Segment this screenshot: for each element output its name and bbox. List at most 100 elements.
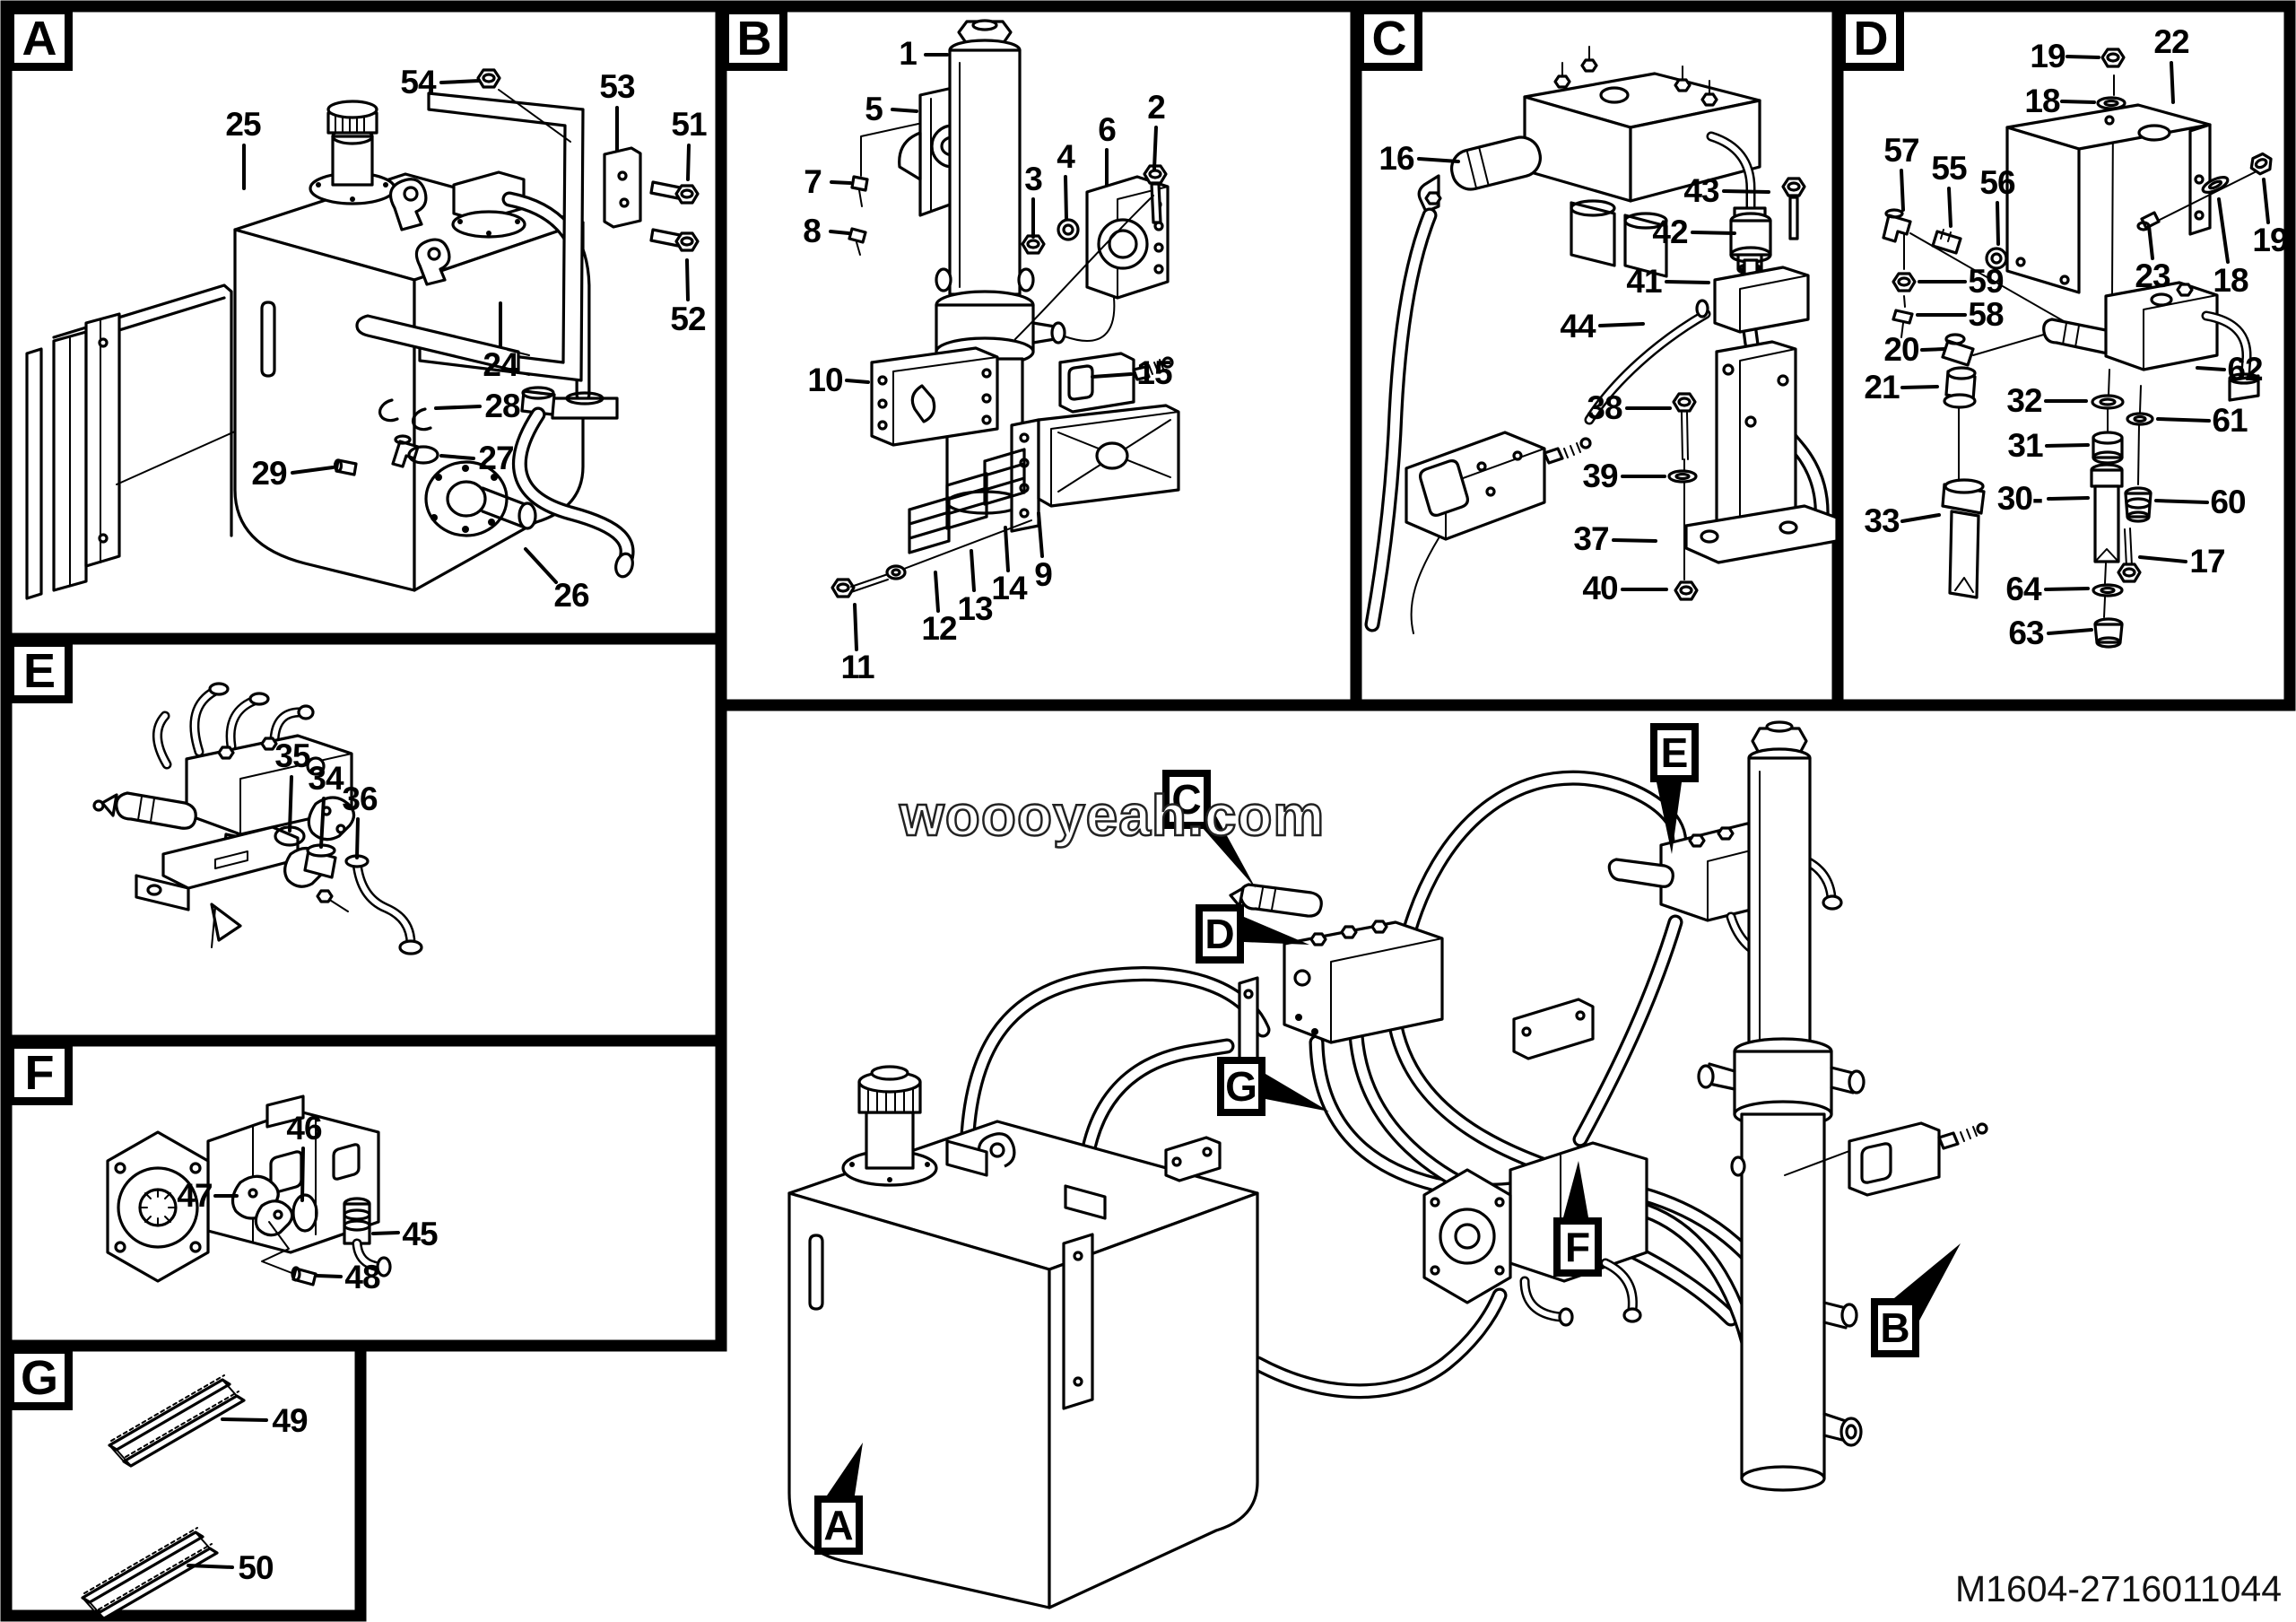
part-callout-13: 13 [957,590,993,627]
part-callout-26: 26 [553,577,589,614]
panel-d-letter: D [1838,6,1904,71]
main-callout-e: E [1650,723,1699,782]
leader-line-45 [371,1231,400,1235]
part-callout-51: 51 [671,106,707,143]
main-callout-arrow-f [1563,1161,1588,1217]
document-number: M1604-2716011044 [1955,1568,2282,1609]
leader-line-33 [1900,513,1941,523]
leader-line-30 [2047,496,2090,501]
main-callout-a: A [814,1496,863,1555]
part-callout-17: 17 [2189,543,2225,580]
leader-line-14 [1004,526,1010,572]
leader-line-51 [686,144,691,181]
part-callout-21: 21 [1864,369,1900,406]
main-callout-d: D [1196,904,1244,964]
part-callout-36: 36 [342,780,378,817]
part-callout-32: 32 [2006,382,2042,419]
panel-f-letter: F [6,1041,73,1105]
leader-line-31 [2045,443,2090,448]
leader-lines [187,53,2270,1569]
panel-b-letter: B [721,6,787,71]
leader-line-23 [2147,224,2154,260]
main-assembly-drawing [787,720,1988,1609]
part-callout-39: 39 [1582,458,1618,494]
part-callout-8: 8 [803,213,822,249]
leader-line-9 [1037,511,1044,558]
part-callout-14: 14 [991,570,1027,606]
leader-line-19 [2262,178,2270,224]
part-callout-6: 6 [1098,111,1117,148]
leader-line-56 [1996,201,2000,246]
part-callout-33: 33 [1864,502,1900,539]
part-callout-19: 19 [2252,222,2288,258]
part-callout-57: 57 [1883,132,1919,169]
part-callout-3: 3 [1024,161,1043,197]
leader-line-49 [221,1417,268,1422]
leader-line-7 [830,180,852,185]
leader-line-16 [1417,157,1460,163]
leader-line-22 [2170,61,2175,104]
leader-line-11 [853,603,858,651]
panel-e-valve-drawing [92,682,423,955]
leader-line-28 [434,405,482,410]
leader-line-61 [2156,417,2211,423]
leader-line-13 [970,549,976,592]
panel-d-fittings-drawing [1882,48,2276,649]
leader-line-60 [2154,499,2209,504]
part-callout-12: 12 [921,610,957,647]
part-callout-22: 22 [2153,23,2189,60]
main-callout-f: F [1553,1217,1602,1277]
part-callout-63: 63 [2008,615,2044,651]
leader-line-62 [2196,366,2226,371]
part-callout-64: 64 [2005,571,2041,607]
leader-line-43 [1722,189,1770,194]
leader-line-27 [439,454,475,460]
main-callout-arrow-e [1657,782,1682,854]
part-callout-2: 2 [1147,89,1166,126]
leader-line-42 [1691,231,1736,235]
panel-g-letter: G [6,1346,73,1410]
main-callout-g: G [1217,1057,1265,1116]
part-callout-27: 27 [478,440,514,476]
part-callout-47: 47 [177,1177,213,1214]
part-callout-29: 29 [251,455,287,492]
part-callout-53: 53 [599,68,635,105]
part-callout-28: 28 [484,388,520,424]
part-callout-37: 37 [1573,520,1609,557]
main-callout-arrow-g [1265,1074,1329,1112]
part-callout-38: 38 [1587,389,1622,426]
part-callout-18: 18 [2213,262,2248,299]
part-callout-49: 49 [272,1402,308,1439]
part-callout-16: 16 [1378,140,1414,177]
part-callout-40: 40 [1582,570,1618,606]
main-callout-arrow-a [827,1443,863,1513]
leader-line-34 [319,797,326,849]
part-callout-58: 58 [1968,296,2004,333]
part-callout-42: 42 [1652,214,1688,250]
panel-g-ties-drawing [81,1374,246,1620]
part-callout-60: 60 [2210,484,2246,520]
part-callout-41: 41 [1626,263,1662,300]
part-callout-54: 54 [400,64,436,100]
leader-line-5 [891,108,918,113]
watermark-text: woooyeah.com [899,782,1326,850]
part-callout-48: 48 [344,1259,380,1295]
part-callout-10: 10 [807,362,843,398]
part-callout-44: 44 [1560,308,1596,344]
panel-a-letter: A [6,6,73,71]
leader-line-57 [1900,169,1905,212]
panel-a-tank-drawing [25,68,700,600]
part-callout-4: 4 [1057,138,1075,175]
main-callout-arrow-d [1244,917,1309,945]
leader-line-2 [1152,126,1158,170]
part-callout-45: 45 [402,1216,438,1252]
leader-line-50 [187,1564,234,1569]
part-callout-1: 1 [899,35,918,72]
leader-line-12 [934,571,940,613]
leader-line-37 [1612,538,1657,543]
part-callout-46: 46 [286,1110,322,1147]
leader-line-15 [1091,372,1133,379]
main-callout-b: B [1871,1298,1919,1357]
leader-line-54 [439,79,481,84]
